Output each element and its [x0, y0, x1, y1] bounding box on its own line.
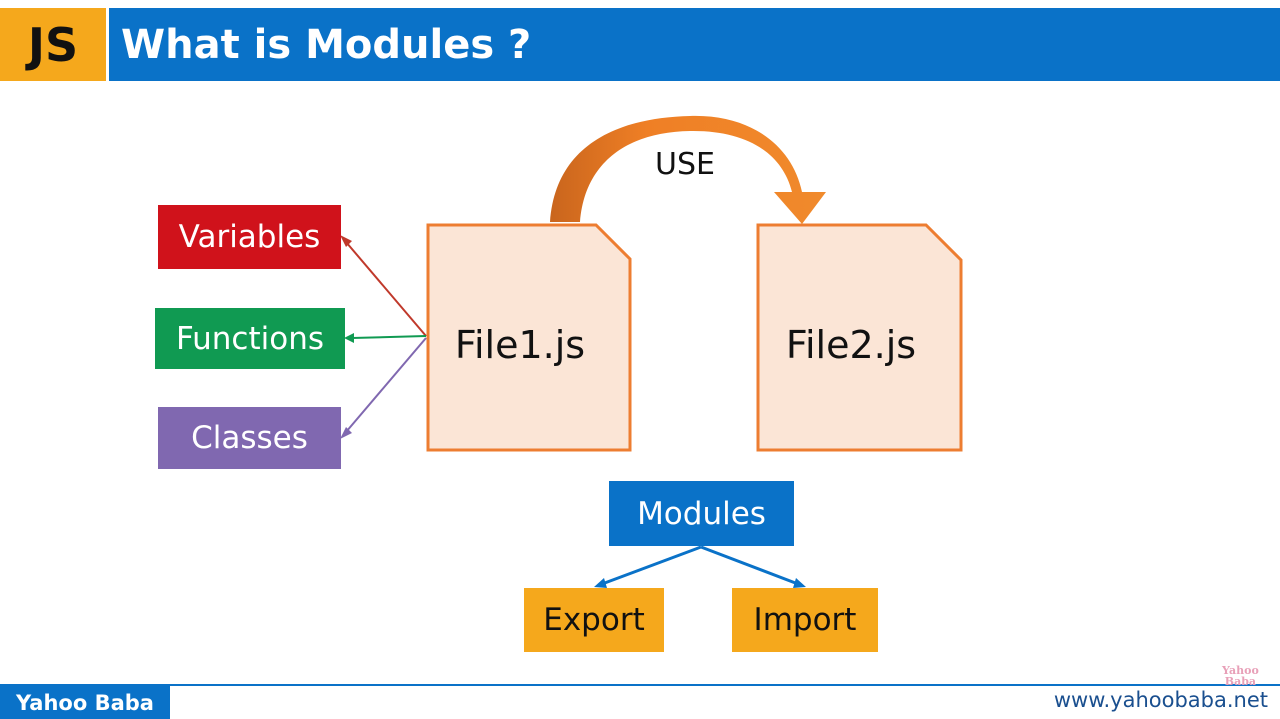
arrow-to-variables [345, 241, 427, 337]
footer-divider [0, 684, 1280, 686]
arrow-to-export [601, 545, 702, 586]
arrowhead-export [594, 578, 607, 588]
arrow-to-import [700, 545, 799, 586]
file1-document [426, 223, 632, 452]
classes-box: Classes [158, 407, 341, 469]
arrowhead-functions [344, 333, 354, 343]
use-label: USE [655, 147, 715, 182]
js-badge: JS [0, 8, 106, 81]
arrowhead-import [793, 578, 806, 588]
page-title: What is Modules ? [121, 21, 532, 68]
use-curved-arrow [550, 115, 826, 224]
title-bar: What is Modules ? [109, 8, 1280, 81]
file2-label: File2.js [785, 323, 917, 367]
import-box: Import [732, 588, 878, 652]
functions-box: Functions [155, 308, 345, 369]
footer-brand: Yahoo Baba [0, 686, 170, 719]
file2-document [756, 223, 963, 452]
arrow-to-functions [351, 335, 427, 339]
footer-url: www.yahoobaba.net [1053, 688, 1268, 712]
variables-box: Variables [158, 205, 341, 269]
export-box: Export [524, 588, 664, 652]
modules-box: Modules [609, 481, 794, 546]
arrowhead-variables [340, 235, 352, 247]
arrow-to-classes [345, 337, 427, 433]
arrowhead-classes [340, 427, 352, 439]
file1-label: File1.js [454, 323, 586, 367]
